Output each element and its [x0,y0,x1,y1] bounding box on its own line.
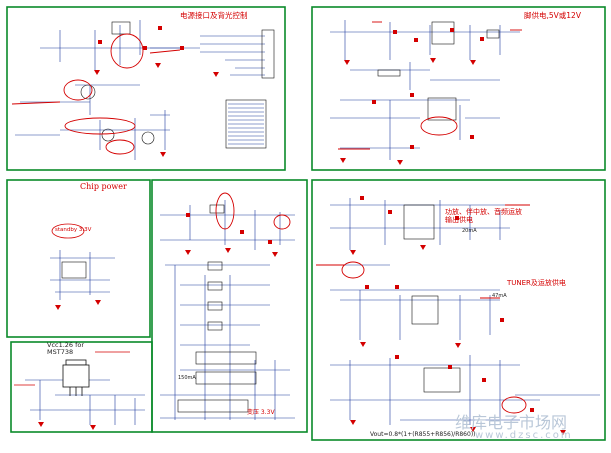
vcc126-regulator [62,359,90,396]
watermark-url: www.dzsc.com [475,430,573,441]
frame-middle [151,179,308,433]
power-interface-nodes [98,26,184,50]
middle-highlights [215,192,291,230]
feet-power-circuit [330,20,520,160]
amp-tuner-highlights [316,204,530,414]
amp-tuner-nodes [360,196,534,412]
watermark-cn: 维库电子市场网 [455,413,568,432]
middle-nodes [186,213,272,244]
label-standby-3v3: standby 3.3V [55,227,92,233]
feet-power-highlights [338,21,522,150]
frame-vcc126 [10,341,153,433]
title-tuner: TUNER及运放供电 [507,279,566,287]
frame-chip-power [6,179,151,338]
title-amp-line1: 功放、伴中放、音频运放 [445,208,522,216]
section-frames [6,6,606,441]
note-47ma: 47mA [492,293,507,299]
title-feet-power: 脚供电,5V或12V [524,11,581,20]
frame-power-interface [6,6,286,171]
formula-vout: Vout=0.8*(1+(R855+R856)/R860)) [370,431,476,438]
middle-circuit [160,200,295,420]
vcc126-highlights [14,351,130,386]
frame-feet-power [311,6,606,171]
frame-amp-tuner [311,179,606,441]
title-amp-line2: 输出供电 [445,216,473,224]
title-vcc126-line2: MST738 [47,348,74,356]
note-20ma: 20mA [462,228,477,234]
title-vcc126-line1: Vcc1.26 for [47,341,85,349]
title-chip-power: Chip power [80,182,127,191]
power-interface-highlights [11,33,181,155]
title-power-interface: 电源接口及背光控制 [180,11,248,20]
feet-power-nodes [372,28,484,149]
label-33v-transform: 变压 3.3V [247,409,275,416]
power-interface-circuit [15,20,275,160]
ground-symbols [38,58,566,435]
chip-power-circuit [50,250,115,300]
note-150ma: 150mA [178,375,196,381]
amp-tuner-circuit [320,198,600,425]
chip-power-standby-highlight [51,223,85,239]
